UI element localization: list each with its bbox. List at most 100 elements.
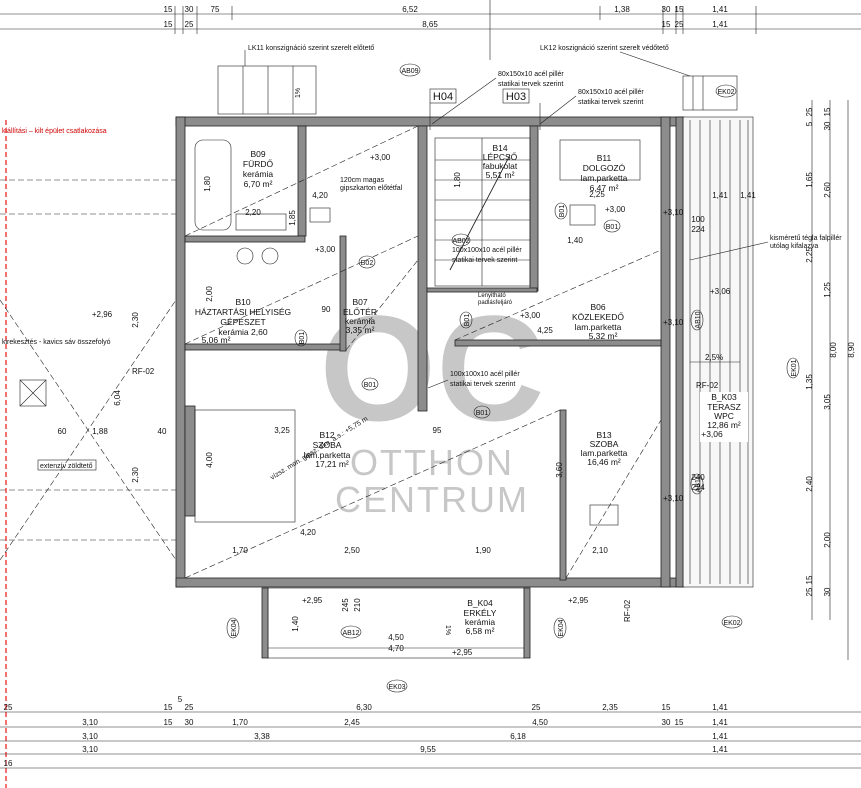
room-b11: B11 DOLGOZÓ lam.parketta 6,47 m²: [581, 153, 628, 193]
room-floor: kerámia: [345, 316, 376, 326]
tag: B01: [464, 314, 471, 327]
level-mark: +3,10: [663, 318, 684, 327]
dim-label: 5: [178, 695, 183, 704]
room-bk04: B_K04 ERKÉLY kerámia 6,58 m²: [464, 598, 497, 636]
dim-label: 25: [4, 703, 13, 712]
dim-label: 2,60: [823, 182, 832, 198]
dim-label: 30: [185, 718, 194, 727]
note-pillar: statikai tervek szerint: [498, 81, 563, 88]
tag: EK03: [388, 684, 405, 691]
dim-label: 25: [805, 107, 814, 116]
note-lk11: LK11 konszignáció szerint szerelt előtet…: [248, 45, 374, 52]
dim-label: 1,25: [823, 282, 832, 298]
section-h03: H03: [506, 91, 526, 103]
tag: B01: [606, 224, 619, 231]
dim-label: 1,41: [712, 732, 728, 741]
dim-label: 1,41: [712, 20, 728, 29]
room-code: B_K03: [711, 392, 737, 402]
dim-label: 2,00: [823, 532, 832, 548]
note-pillar: statikai tervek szerint: [452, 257, 517, 264]
dim-label: 1,85: [288, 210, 297, 226]
dim-label: 5: [805, 121, 814, 126]
dim-label: 15: [164, 20, 173, 29]
dim-label: 8,90: [847, 342, 856, 358]
level-mark: +3,10: [663, 208, 684, 217]
dim-label: 25: [675, 20, 684, 29]
tag: B02: [361, 260, 374, 267]
dim-label: 4,25: [537, 326, 553, 335]
slope-label: 1%: [444, 625, 451, 635]
room-floor: kerámia: [243, 169, 274, 179]
level-mark: +3,06: [701, 429, 723, 439]
room-b09: B09 FÜRDŐ kerámia 6,70 m²: [243, 149, 274, 189]
slope-label: 2,5%: [705, 353, 723, 362]
dim-label: 4,50: [532, 718, 548, 727]
dim-label: 100: [691, 215, 705, 224]
watermark-logo: OC OTTHON CENTRUM: [320, 284, 545, 520]
room-name: LÉPCSŐ: [483, 152, 518, 162]
level-mark: +3,06: [710, 287, 731, 296]
note-pillar: 80x150x10 acél pillér: [498, 71, 564, 78]
tag: B01: [364, 382, 377, 389]
canopy-lk12: LK12 koszignáció szerint szerelt védőtet…: [540, 45, 738, 111]
watermark-mono: OC: [320, 284, 545, 452]
dim-label: 2,30: [131, 312, 140, 328]
room-name: ELŐTÉR: [343, 307, 377, 317]
tag: EK02: [717, 89, 734, 96]
dim-label: 3,60: [555, 462, 564, 478]
dim-label: 6,30: [356, 703, 372, 712]
note-gipsz: gipszkarton előtétfal: [340, 185, 403, 192]
dim-label: 6,52: [402, 5, 418, 14]
note-left-top: kiállítási – kilt épület csatlakozása: [2, 128, 107, 135]
room-code: B07: [352, 297, 367, 307]
dim-label: 8,65: [422, 20, 438, 29]
dim-label: 2,35: [602, 703, 618, 712]
room-floor: fabukolat: [483, 161, 518, 171]
note-gravel: kirekesztés - kavics sáv összefolyó: [2, 339, 111, 346]
room-area: 6,70 m²: [244, 179, 273, 189]
dim-label: 15: [164, 703, 173, 712]
room-area: 5,51 m²: [486, 170, 515, 180]
level-mark: +3,10: [663, 494, 684, 503]
level-marks: +3,00 +3,00 +3,10 +3,06 +3,00 +3,00 +3,1…: [302, 153, 740, 657]
dim-label: 95: [433, 426, 442, 435]
dim-label: 1,38: [614, 5, 630, 14]
dim-label: 25: [805, 587, 814, 596]
dim-label: 30: [662, 718, 671, 727]
note-ladder: padlásfeljáró: [478, 300, 513, 306]
section-marks: H04 H03 RF-02 RF-02: [429, 88, 719, 622]
dim-label: 15: [805, 575, 814, 584]
dim-label: 6,18: [510, 732, 526, 741]
room-area: 5,06 m²: [202, 335, 231, 345]
room-floor: lam.parketta: [581, 173, 628, 183]
canopy-lk11: LK11 konszignáció szerint szerelt előtet…: [217, 45, 374, 115]
room-name: SZOBA: [590, 439, 619, 449]
dim-label: 224: [691, 483, 705, 492]
tag: EK04: [231, 619, 238, 636]
dim-label: 1,41: [712, 5, 728, 14]
room-area: 5,32 m²: [589, 331, 618, 341]
room-name: GÉPÉSZET: [220, 317, 265, 327]
dim-label: 15: [675, 718, 684, 727]
dim-label: 1,41: [712, 703, 728, 712]
room-floor: WPC: [714, 411, 734, 421]
dim-label: 2,25: [589, 190, 605, 199]
dim-label: 1,40: [567, 236, 583, 245]
dim-label: 3,10: [82, 745, 98, 754]
dim-label: 1,41: [712, 745, 728, 754]
room-b10: B10 HÁZTARTÁSI HELYISÉG GÉPÉSZET kerámia…: [195, 297, 291, 345]
dim-label: 1,35: [805, 374, 814, 390]
tag: EK02: [723, 620, 740, 627]
dim-label: 2,40: [805, 476, 814, 492]
level-mark: +3,00: [605, 205, 626, 214]
room-floor: lam.parketta: [575, 322, 622, 332]
inner-dimensions: 1,80 4,20 1,41 2,20 1,85 2,25 1,40 2,00 …: [203, 172, 728, 653]
room-code: B13: [596, 430, 611, 440]
note-pillar: 100x100x10 acél pillér: [450, 371, 520, 378]
room-b06: B06 KÖZLEKEDŐ lam.parketta 5,32 m²: [572, 302, 624, 341]
room-area: 3,35 m²: [346, 325, 375, 335]
dim-label: 16: [4, 759, 13, 768]
dim-label: 1,65: [805, 172, 814, 188]
room-name: SZOBA: [313, 440, 342, 450]
